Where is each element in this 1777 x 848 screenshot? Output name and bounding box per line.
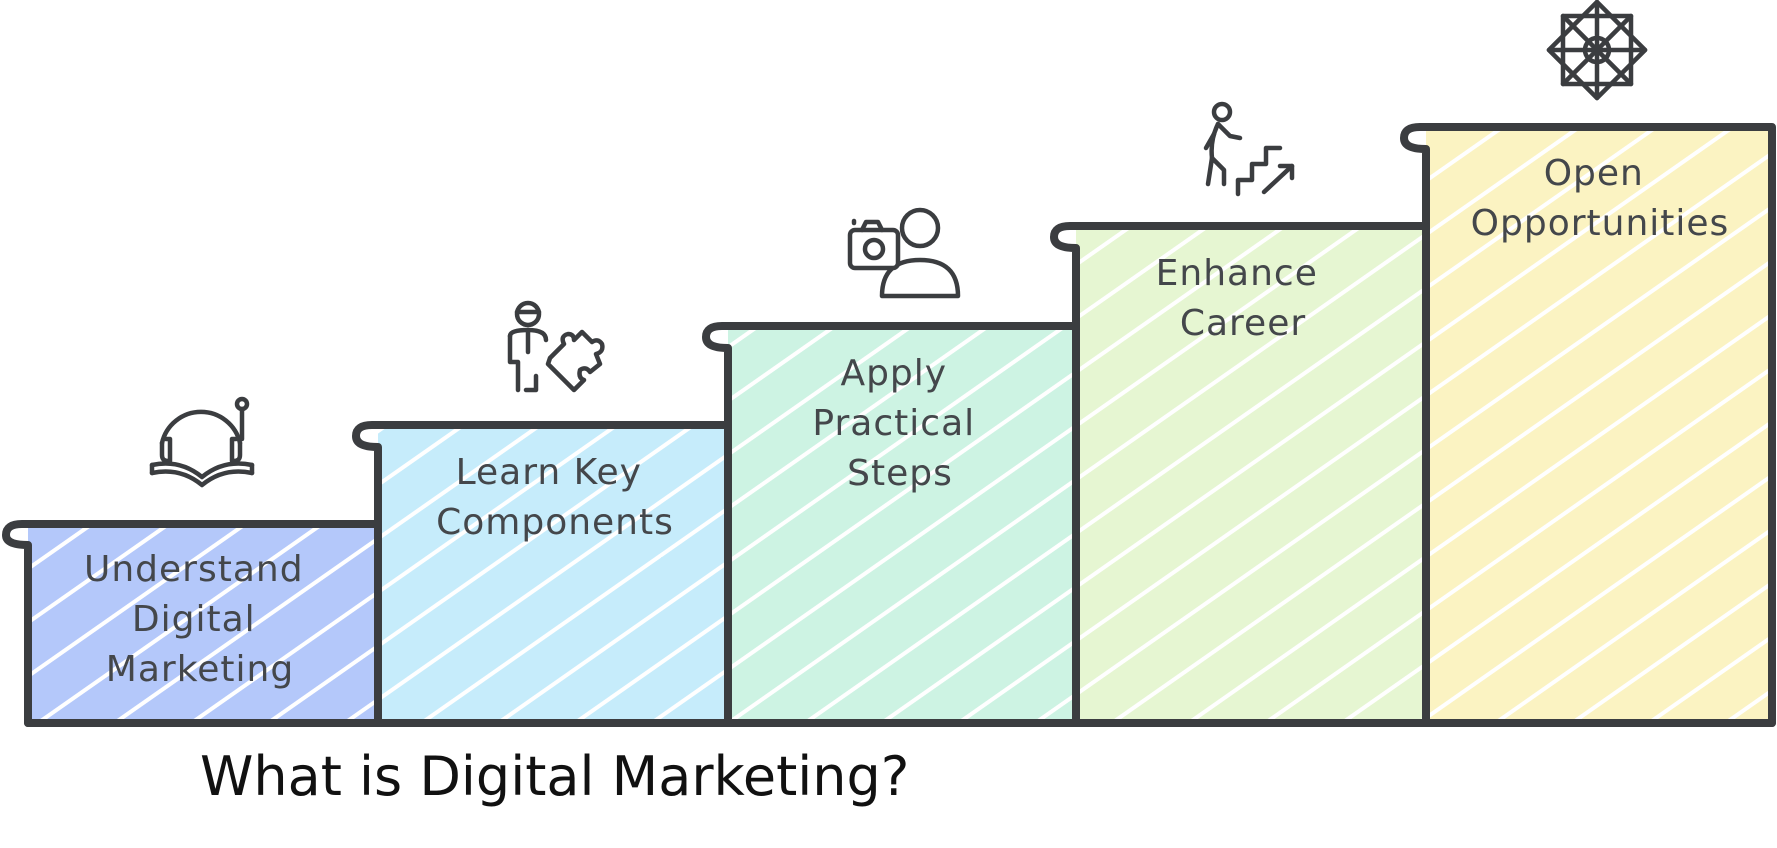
step-5-line-1: Open [1544, 153, 1644, 194]
step-fill-2 [378, 425, 728, 723]
step-fill-5 [1426, 127, 1772, 723]
diagram-caption: What is Digital Marketing? [200, 745, 910, 808]
step-4-line-1: Enhance [1156, 253, 1318, 294]
person-climbing-stairs-icon [1203, 101, 1295, 197]
open-book-with-headphones-icon [149, 396, 255, 488]
person-with-puzzle-piece-icon [507, 300, 605, 393]
step-3-line-2: Practical [812, 403, 975, 444]
step-label-5: Open Opportunities [1471, 153, 1730, 244]
camera-and-user-icon [847, 207, 961, 299]
staircase-outline [2, 123, 1776, 727]
step-2-line-2: Components [436, 502, 674, 543]
step-label-4: Enhance Career [1156, 253, 1331, 344]
step-3-line-1: Apply [840, 353, 947, 394]
step-fill-3 [728, 326, 1076, 723]
step-outline-2 [352, 421, 732, 727]
step-2-line-1: Learn Key [456, 452, 642, 493]
step-outline-5 [1400, 123, 1776, 727]
step-1-line-3: Marketing [106, 649, 294, 690]
step-outline-3 [702, 322, 1080, 727]
step-labels: Understand Digital Marketing Learn Key C… [84, 153, 1730, 690]
step-1-line-2: Digital [132, 599, 256, 640]
step-label-2: Learn Key Components [436, 452, 674, 543]
step-fill-4 [1076, 226, 1426, 723]
step-4-line-2: Career [1180, 303, 1306, 344]
step-outline-1 [2, 520, 382, 727]
step-fill-1 [28, 525, 380, 723]
step-1-line-1: Understand [84, 549, 304, 590]
step-outline-4 [1050, 222, 1430, 727]
geometric-star-icon [1546, 0, 1648, 101]
step-label-3: Apply Practical Steps [812, 353, 987, 494]
step-3-line-3: Steps [847, 453, 953, 494]
step-label-1: Understand Digital Marketing [84, 549, 316, 690]
step-fills [28, 127, 1772, 723]
step-5-line-2: Opportunities [1471, 203, 1730, 244]
